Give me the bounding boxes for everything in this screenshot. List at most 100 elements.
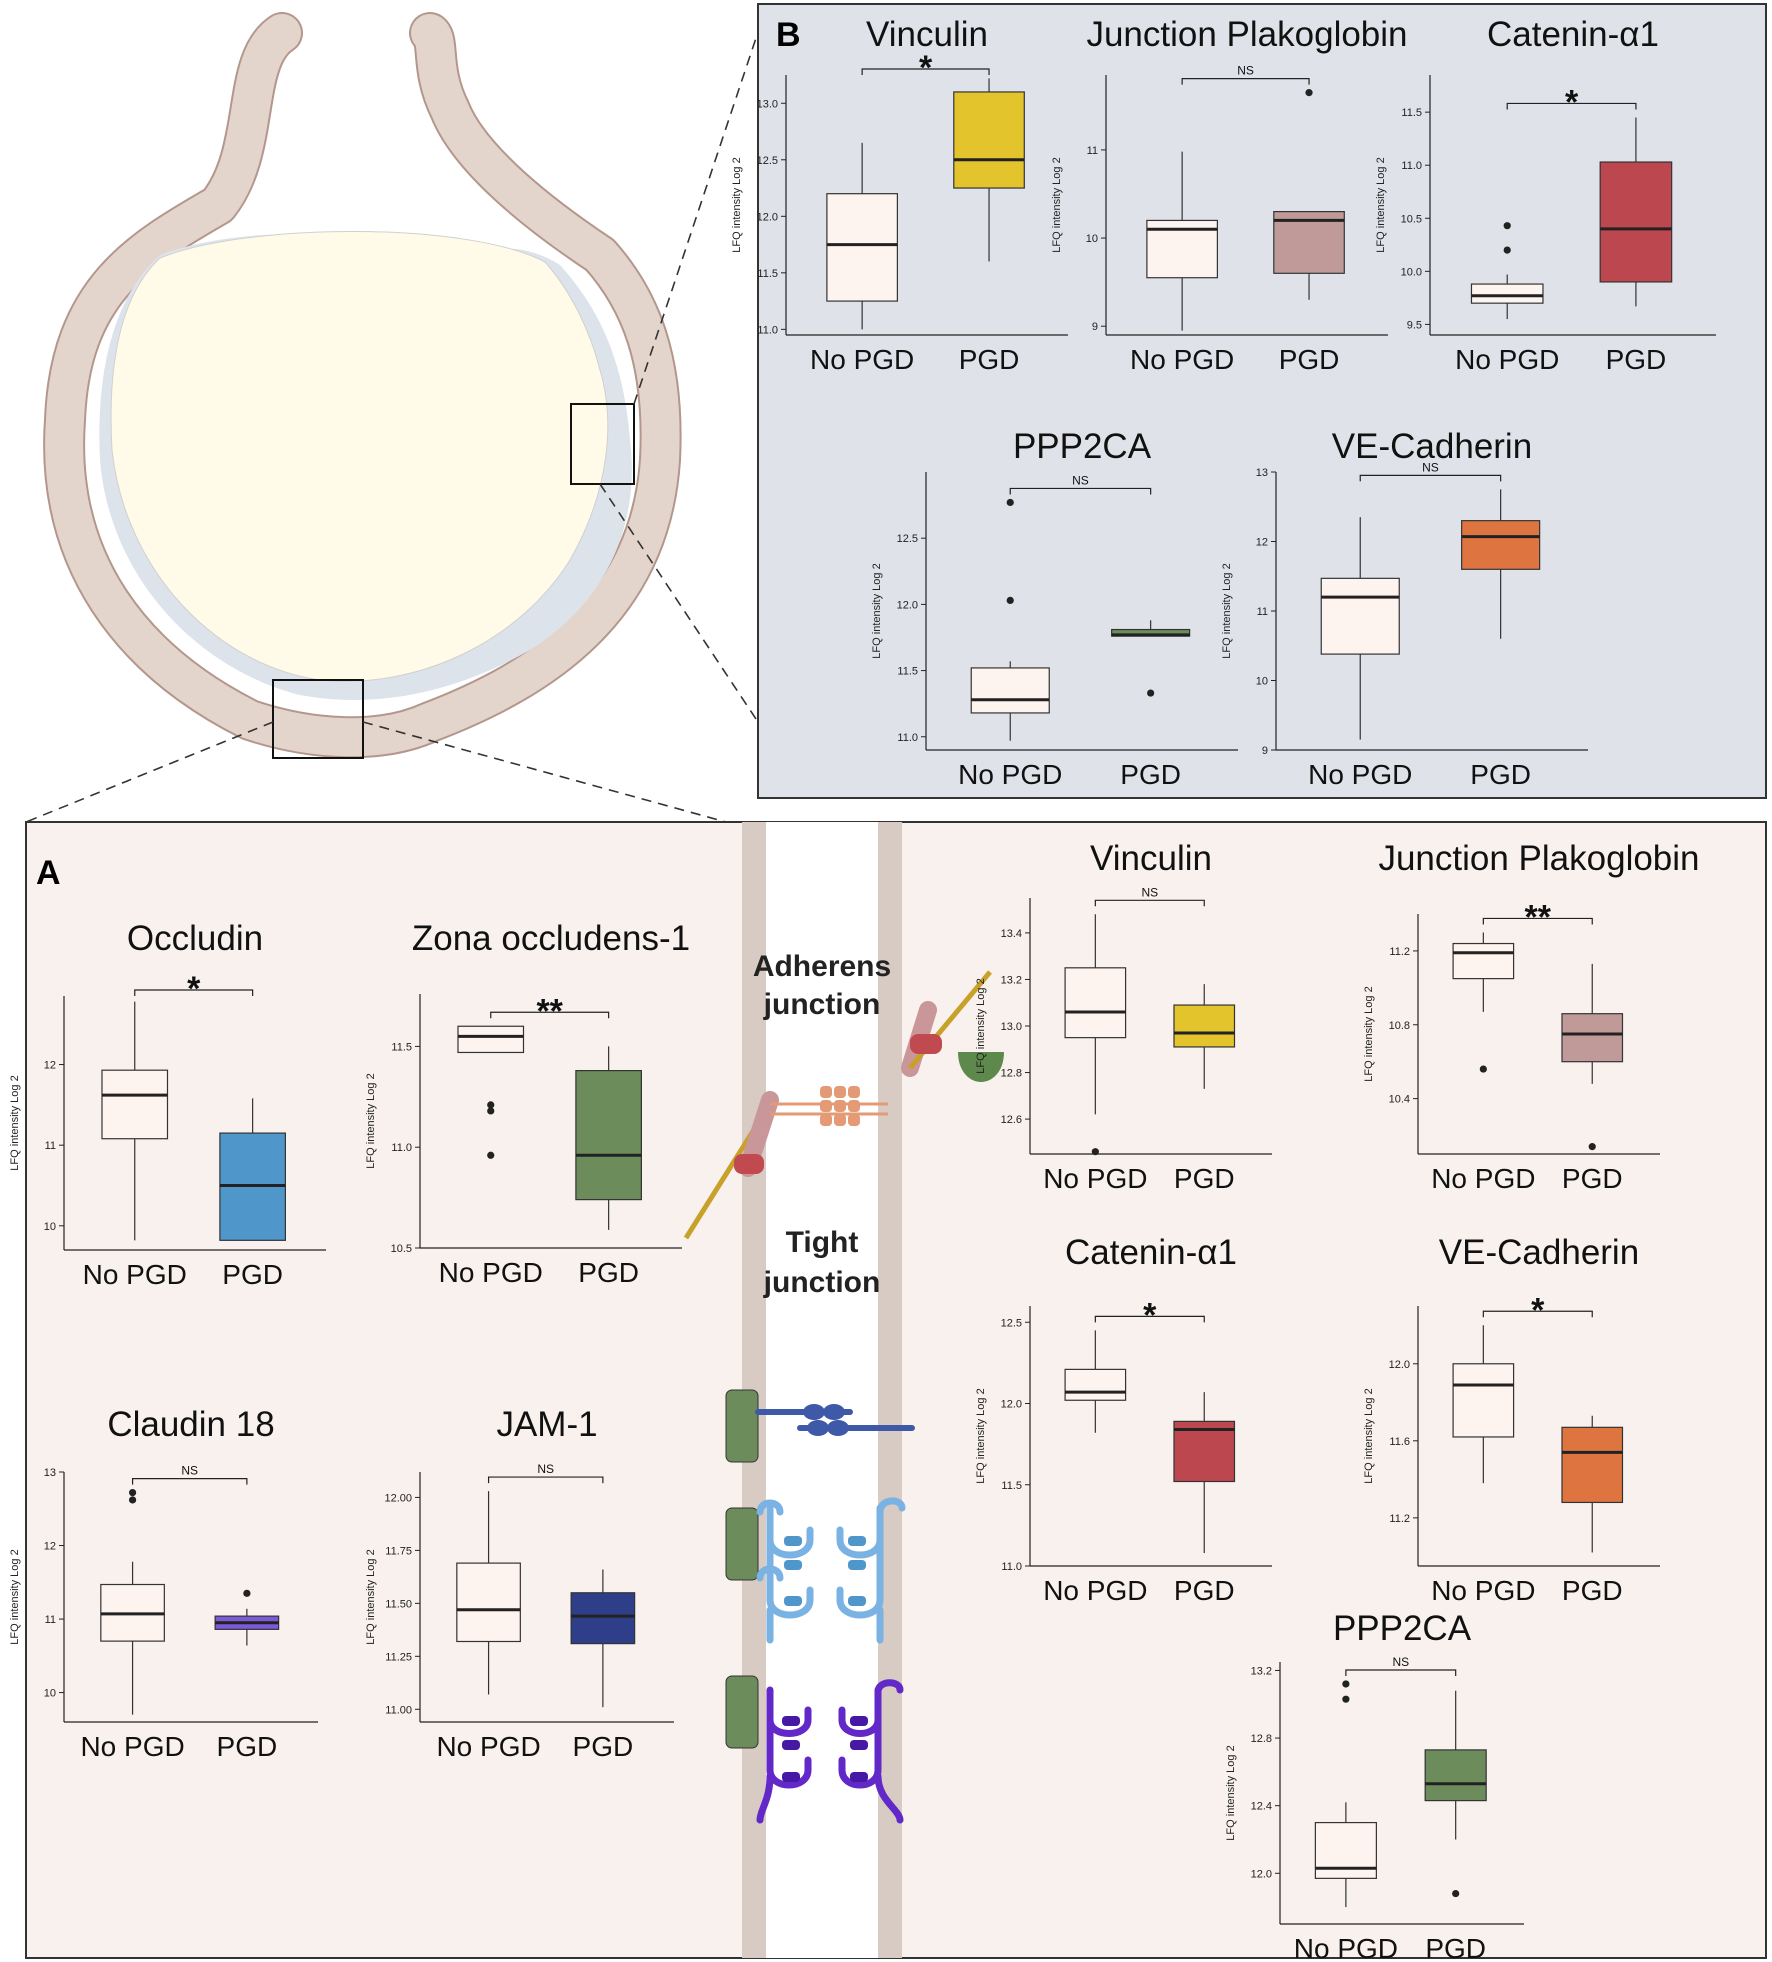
outlier-point [1342,1695,1350,1703]
y-tick-label: 12.0 [757,211,778,223]
box-iqr [826,193,898,302]
significance-label: ** [1525,898,1552,936]
y-tick-label: 12 [1256,537,1268,549]
outlier-point [487,1101,495,1109]
y-tick-label: 11.0 [391,1142,412,1154]
box-no-pgd [1314,1680,1377,1908]
x-category-label: No PGD [1308,759,1412,790]
alveolus-diagram [25,12,759,823]
box-pgd [214,1589,280,1646]
zo1-scaffold [725,1675,759,1749]
jam-domain [807,1420,829,1436]
y-axis-label: LFQ intensity Log 2 [731,157,743,252]
alveolus-cell-layer [45,14,680,757]
panel-b-letter: B [776,16,801,54]
box-pgd [219,1098,286,1241]
jam-domain [823,1404,845,1420]
box-no-pgd [1064,1330,1127,1433]
y-tick-label: 10 [44,1221,56,1233]
chart-title: PPP2CA [1013,427,1152,466]
cell-membrane-right [878,822,902,1958]
chart-title: Claudin 18 [107,1405,274,1444]
zo1-scaffold [725,1507,759,1581]
box-iqr [1561,1013,1624,1063]
x-category-label: PGD [1174,1163,1235,1194]
significance-bracket [1009,487,1152,495]
significance-bracket [1094,899,1205,907]
y-tick-label: 13.2 [1001,974,1022,986]
x-category-label: No PGD [810,344,914,375]
y-tick-label: 12.00 [384,1492,412,1504]
chart-title: Vinculin [1090,839,1212,878]
box-iqr [953,91,1025,189]
tight-junction-label: Tight [786,1226,859,1259]
zoom-line [362,721,727,823]
zoom-line [633,31,759,405]
box-pgd [1424,1690,1487,1898]
outlier-point [487,1151,495,1159]
x-category-label: No PGD [1455,344,1559,375]
box-iqr [1314,1821,1377,1879]
y-tick-label: 10.8 [1389,1020,1410,1032]
cadherin-ectodomains [820,1086,860,1126]
y-tick-label: 12.4 [1251,1801,1272,1813]
y-tick-label: 12.0 [1001,1399,1022,1411]
box-iqr [1424,1749,1487,1802]
outlier-point [1342,1680,1350,1688]
box-no-pgd [1452,1325,1515,1484]
outlier-point [1452,1889,1460,1898]
significance-label: * [1531,1291,1545,1329]
box-iqr [101,1069,169,1140]
y-axis-label: LFQ intensity Log 2 [365,1073,377,1168]
adherens-junction-label: junction [763,988,881,1021]
beta-catenin [734,1154,764,1174]
x-category-label: No PGD [958,759,1062,790]
y-tick-label: 13.2 [1251,1665,1272,1677]
box-iqr [457,1025,525,1054]
y-tick-label: 12.8 [1001,1068,1022,1080]
y-tick-label: 12.5 [1001,1317,1022,1329]
outlier-point [1006,498,1014,507]
box-pgd [570,1569,636,1708]
significance-label: * [1143,1296,1157,1334]
y-tick-label: 12.5 [897,533,918,545]
x-category-label: No PGD [1294,1933,1398,1962]
x-category-label: PGD [217,1731,278,1762]
x-category-label: No PGD [1043,1163,1147,1194]
chart-title: Catenin-α1 [1065,1233,1237,1272]
y-tick-label: 13 [1256,467,1268,479]
y-tick-label: 11 [45,1614,56,1626]
significance-label: ** [536,992,563,1030]
y-tick-label: 12.8 [1251,1733,1272,1745]
significance-label: NS [1237,64,1254,78]
y-tick-label: 11.5 [1001,1480,1022,1492]
box-iqr [1064,1368,1127,1401]
y-tick-label: 12.5 [757,155,778,167]
y-tick-label: 11.5 [391,1041,412,1053]
x-category-label: PGD [1279,344,1340,375]
box-iqr [1173,1420,1236,1483]
x-category-label: PGD [573,1731,634,1762]
significance-bracket [861,68,990,75]
y-axis-label: LFQ intensity Log 2 [1221,563,1233,658]
x-category-label: PGD [578,1257,639,1288]
y-tick-label: 11.5 [897,666,918,678]
intercellular-space [766,822,878,1958]
outlier-point [128,1488,137,1497]
x-category-label: PGD [959,344,1020,375]
box-no-pgd [1146,151,1218,331]
box-iqr [1599,161,1673,283]
box-iqr [1452,942,1515,980]
box-pgd [1599,117,1673,307]
significance-label: * [919,49,933,87]
y-tick-label: 11.0 [757,324,778,336]
x-category-label: PGD [1562,1163,1623,1194]
y-tick-label: 13.0 [1001,1021,1022,1033]
box-iqr [1173,1004,1236,1048]
